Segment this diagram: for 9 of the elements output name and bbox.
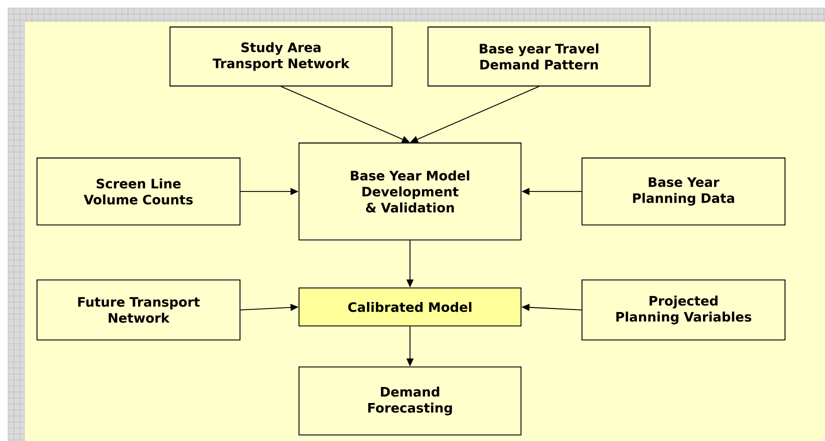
process-box: Base Year Model Development & Validation (298, 142, 522, 240)
process-box: Future Transport Network (36, 280, 240, 340)
process-box: Projected Planning Variables (582, 280, 786, 340)
process-box: Base year Travel Demand Pattern (428, 26, 650, 86)
highlighted-box: Calibrated Model (298, 288, 522, 326)
process-box: Study Area Transport Network (170, 26, 392, 86)
process-box: Base Year Planning Data (582, 158, 786, 226)
process-box: Screen Line Volume Counts (36, 158, 240, 226)
process-box: Demand Forecasting (298, 366, 522, 436)
